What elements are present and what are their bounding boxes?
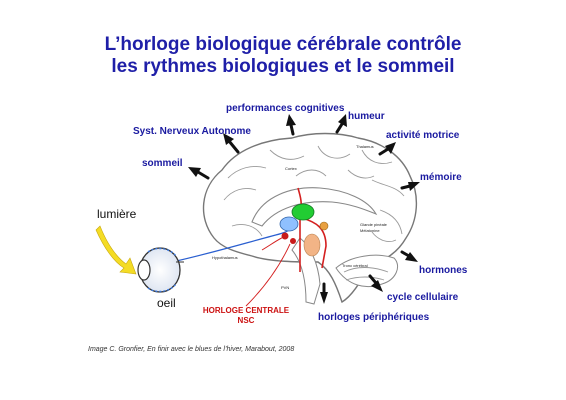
retinal-pathway — [171, 227, 293, 263]
thalamus-node — [291, 203, 315, 221]
brain-folds — [223, 145, 405, 281]
label-cycle: cycle cellulaire — [387, 292, 459, 303]
label-cortex: Cortex — [285, 166, 297, 171]
label-oeil: oeil — [157, 296, 176, 310]
label-lumiere: lumière — [97, 207, 137, 221]
label-hypothalamus: Hypothalamus — [212, 255, 238, 260]
title-line-2: les rythmes biologiques et le sommeil — [111, 56, 455, 77]
label-snc: Syst. Nerveux Autonome — [133, 126, 251, 137]
clock-node-1 — [281, 232, 289, 240]
clock-label-line1: HORLOGE CENTRALE — [202, 306, 290, 315]
clock-label-line2: NSC — [237, 316, 255, 325]
label-humeur: humeur — [348, 111, 385, 122]
clock-node-2 — [290, 238, 296, 244]
caption: Image C. Gronfier, En finir avec le blue… — [88, 346, 295, 353]
label-glande: Glande pinéale — [360, 222, 387, 227]
title-line-1: L’horloge biologique cérébrale contrôle — [104, 34, 462, 55]
label-melatonine: Mélatonine — [360, 228, 380, 233]
nsc-node — [279, 216, 299, 232]
label-activite: activité motrice — [386, 130, 460, 141]
label-performances: performances cognitives — [226, 103, 345, 114]
pituitary-node — [303, 233, 321, 257]
light-arrow — [95, 225, 137, 275]
label-hormones: hormones — [419, 265, 468, 276]
label-tronc: Tronc cérébral — [342, 263, 368, 268]
pineal-node — [319, 221, 329, 231]
eye — [137, 247, 184, 293]
clock-pointer — [245, 243, 291, 307]
label-sommeil: sommeil — [142, 158, 183, 169]
output-arrows — [188, 114, 420, 304]
label-thalamus: Thalamus — [356, 144, 374, 149]
label-pvn: PVN — [281, 285, 290, 290]
clock-label: HORLOGE CENTRALE NSC — [196, 306, 296, 326]
label-memoire: mémoire — [420, 172, 462, 183]
label-horloges: horloges périphériques — [318, 312, 430, 323]
